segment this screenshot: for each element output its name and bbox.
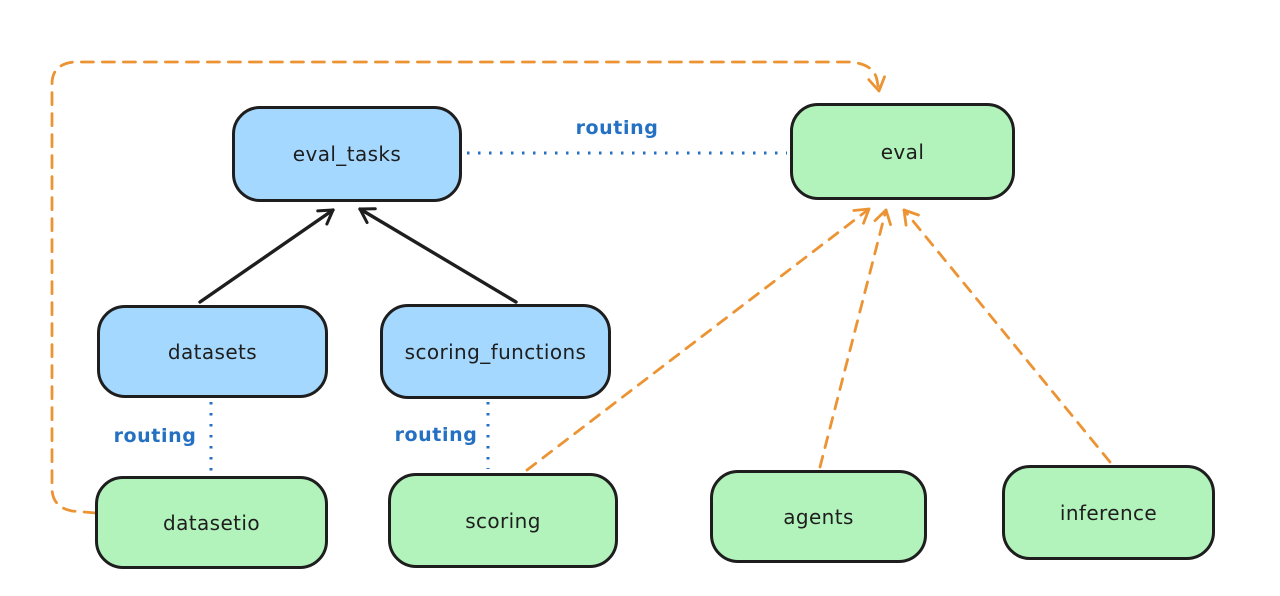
- node-eval: eval: [790, 103, 1015, 200]
- node-datasetio-label: datasetio: [162, 510, 260, 535]
- node-inference-label: inference: [1059, 500, 1158, 525]
- node-agents: agents: [710, 470, 927, 563]
- node-datasets-label: datasets: [167, 339, 258, 364]
- node-datasets: datasets: [97, 305, 328, 398]
- node-scoring-label: scoring: [465, 508, 541, 533]
- node-inference: inference: [1002, 465, 1215, 560]
- edge-label-routing-scoring-functions-scoring: routing: [394, 424, 478, 446]
- node-scoring-functions-label: scoring_functions: [404, 339, 587, 364]
- node-scoring-functions: scoring_functions: [380, 304, 611, 399]
- node-datasetio: datasetio: [95, 476, 328, 569]
- edge-scoring-functions-to-eval-tasks: [358, 207, 518, 304]
- edge-agents-to-eval: [818, 208, 892, 469]
- edge-datasetio-to-eval-routed: [50, 60, 886, 515]
- edge-datasets-to-eval-tasks: [198, 208, 335, 304]
- edge-scoring-to-eval: [525, 207, 871, 472]
- node-eval-tasks-label: eval_tasks: [292, 142, 402, 166]
- node-scoring: scoring: [388, 473, 618, 568]
- edge-label-routing-datasets-datasetio: routing: [113, 425, 197, 447]
- edge-label-routing-eval-tasks-eval: routing: [575, 117, 659, 139]
- node-agents-label: agents: [783, 504, 854, 529]
- node-eval-tasks: eval_tasks: [232, 106, 462, 202]
- edge-inference-to-eval: [902, 208, 1112, 464]
- node-eval-label: eval: [880, 139, 925, 164]
